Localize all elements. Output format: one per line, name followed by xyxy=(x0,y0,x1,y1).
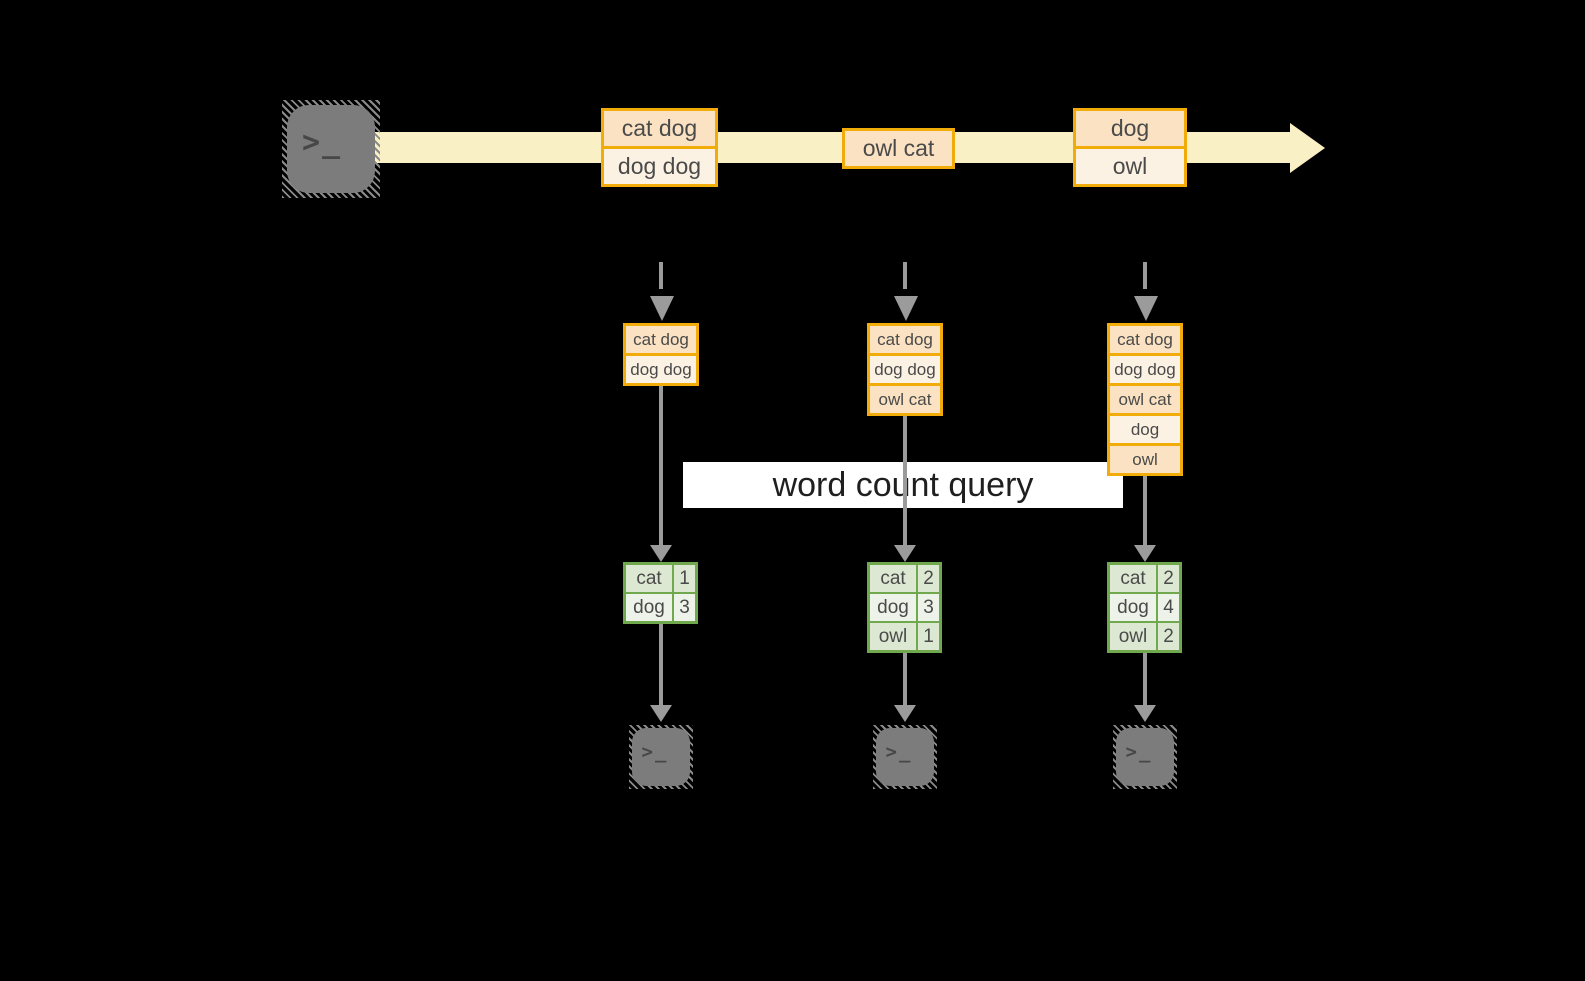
word-cell: dog xyxy=(626,594,672,621)
terminal-prompt-icon: >_ xyxy=(641,741,669,763)
query-connector-line xyxy=(659,386,663,546)
table-row: dog 4 xyxy=(1110,594,1179,621)
table-row: owl 2 xyxy=(1110,623,1179,650)
sink-terminal-icon: >_ xyxy=(1113,725,1177,789)
batch-cell: owl xyxy=(1076,146,1184,184)
terminal-screen: >_ xyxy=(632,728,690,786)
count-cell: 3 xyxy=(674,594,695,621)
count-cell: 3 xyxy=(918,594,939,621)
count-cell: 2 xyxy=(1158,565,1179,592)
batch-cell: dog dog xyxy=(604,146,715,184)
query-connector-arrowhead-icon xyxy=(894,545,916,562)
word-count-table-3: cat 2 dog 4 owl 2 xyxy=(1107,562,1182,653)
word-count-table-2: cat 2 dog 3 owl 1 xyxy=(867,562,942,653)
word-cell: dog xyxy=(870,594,916,621)
count-cell: 2 xyxy=(1158,623,1179,650)
table-row: dog 3 xyxy=(626,594,695,621)
micro-batch-stack-1: cat dog dog dog xyxy=(623,323,699,386)
trigger-arrow-dash xyxy=(903,262,907,289)
terminal-screen: >_ xyxy=(876,728,934,786)
timeline-batch-box-2: owl cat xyxy=(842,128,955,169)
terminal-screen: >_ xyxy=(287,105,375,193)
query-connector-arrowhead-icon xyxy=(1134,545,1156,562)
trigger-arrow-dash xyxy=(1143,262,1147,289)
stack-cell: owl cat xyxy=(870,383,940,413)
stack-cell: cat dog xyxy=(626,326,696,353)
stack-cell: cat dog xyxy=(1110,326,1180,353)
query-connector-line xyxy=(903,416,907,546)
timeline-batch-box-1: cat dog dog dog xyxy=(601,108,718,187)
terminal-screen: >_ xyxy=(1116,728,1174,786)
sink-connector-arrowhead-icon xyxy=(650,705,672,722)
sink-terminal-icon: >_ xyxy=(873,725,937,789)
batch-cell: cat dog xyxy=(604,111,715,146)
word-cell: owl xyxy=(870,623,916,650)
table-row: owl 1 xyxy=(870,623,939,650)
stack-cell: dog dog xyxy=(1110,353,1180,383)
stack-cell: dog dog xyxy=(870,353,940,383)
terminal-prompt-icon: >_ xyxy=(885,741,913,763)
stack-cell: owl xyxy=(1110,443,1180,473)
stack-cell: cat dog xyxy=(870,326,940,353)
trigger-arrowhead-icon xyxy=(894,296,918,321)
sink-terminal-icon: >_ xyxy=(629,725,693,789)
timeline-batch-box-3: dog owl xyxy=(1073,108,1187,187)
trigger-arrowhead-icon xyxy=(1134,296,1158,321)
word-cell: dog xyxy=(1110,594,1156,621)
stack-cell: dog xyxy=(1110,413,1180,443)
sink-connector-arrowhead-icon xyxy=(1134,705,1156,722)
table-row: cat 2 xyxy=(1110,565,1179,592)
sink-connector-line xyxy=(1143,653,1147,706)
query-connector-arrowhead-icon xyxy=(650,545,672,562)
word-cell: owl xyxy=(1110,623,1156,650)
count-cell: 1 xyxy=(918,623,939,650)
stream-timeline-arrowhead-icon xyxy=(1290,123,1325,173)
table-row: dog 3 xyxy=(870,594,939,621)
word-cell: cat xyxy=(870,565,916,592)
source-terminal-icon: >_ xyxy=(282,100,380,198)
word-cell: cat xyxy=(626,565,672,592)
trigger-arrowhead-icon xyxy=(650,296,674,321)
stack-cell: dog dog xyxy=(626,353,696,383)
table-row: cat 2 xyxy=(870,565,939,592)
batch-cell: dog xyxy=(1076,111,1184,146)
stack-cell: owl cat xyxy=(1110,383,1180,413)
sink-connector-line xyxy=(659,624,663,706)
count-cell: 2 xyxy=(918,565,939,592)
sink-connector-line xyxy=(903,653,907,706)
sink-connector-arrowhead-icon xyxy=(894,705,916,722)
trigger-arrow-dash xyxy=(659,262,663,289)
query-connector-line xyxy=(1143,476,1147,546)
terminal-prompt-icon: >_ xyxy=(301,124,343,160)
micro-batch-stack-3: cat dog dog dog owl cat dog owl xyxy=(1107,323,1183,476)
count-cell: 4 xyxy=(1158,594,1179,621)
micro-batch-stack-2: cat dog dog dog owl cat xyxy=(867,323,943,416)
table-row: cat 1 xyxy=(626,565,695,592)
word-cell: cat xyxy=(1110,565,1156,592)
terminal-prompt-icon: >_ xyxy=(1125,741,1153,763)
count-cell: 1 xyxy=(674,565,695,592)
word-count-table-1: cat 1 dog 3 xyxy=(623,562,698,624)
batch-cell: owl cat xyxy=(845,131,952,166)
